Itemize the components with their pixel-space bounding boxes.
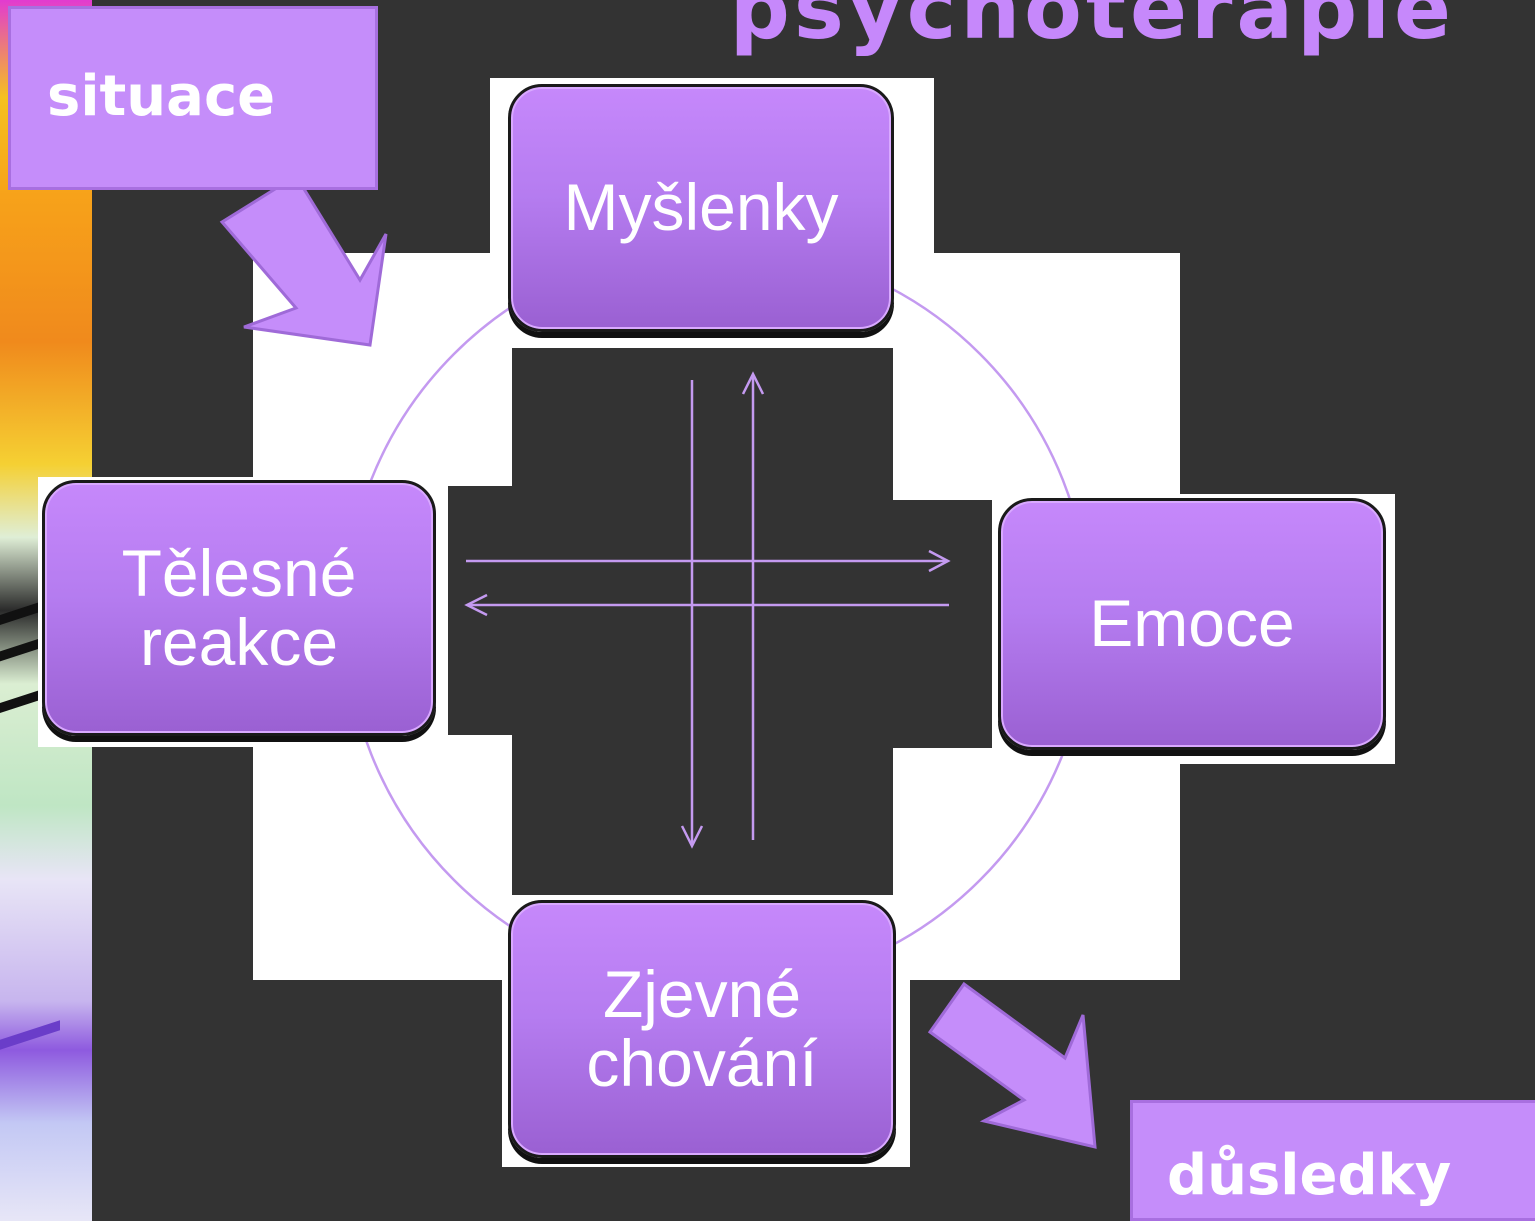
slide-title-fragment: psychoterapie xyxy=(729,0,1455,58)
node-emotions-label: Emoce xyxy=(1089,586,1295,661)
output-block-arrow xyxy=(927,981,1097,1149)
callout-situation-label: situace xyxy=(47,63,276,129)
node-thoughts-label: Myšlenky xyxy=(563,170,839,245)
arrow-up-head xyxy=(741,371,765,395)
callout-consequences: důsledky xyxy=(1130,1100,1535,1221)
callout-consequences-label: důsledky xyxy=(1167,1143,1452,1208)
center-cross-shape xyxy=(448,348,992,895)
node-body-reactions: Tělesné reakce xyxy=(42,480,436,736)
node-body-reactions-label: Tělesné reakce xyxy=(121,535,357,679)
node-thoughts: Myšlenky xyxy=(508,84,894,332)
arrow-left-head xyxy=(464,593,488,617)
node-behavior: Zjevné chování xyxy=(508,900,896,1158)
node-emotions: Emoce xyxy=(998,498,1386,750)
arrow-down-head xyxy=(680,825,704,849)
callout-situation: situace xyxy=(8,6,378,190)
node-behavior-label: Zjevné chování xyxy=(586,956,818,1100)
input-block-arrow xyxy=(219,173,388,347)
arrow-right-head xyxy=(928,549,951,573)
